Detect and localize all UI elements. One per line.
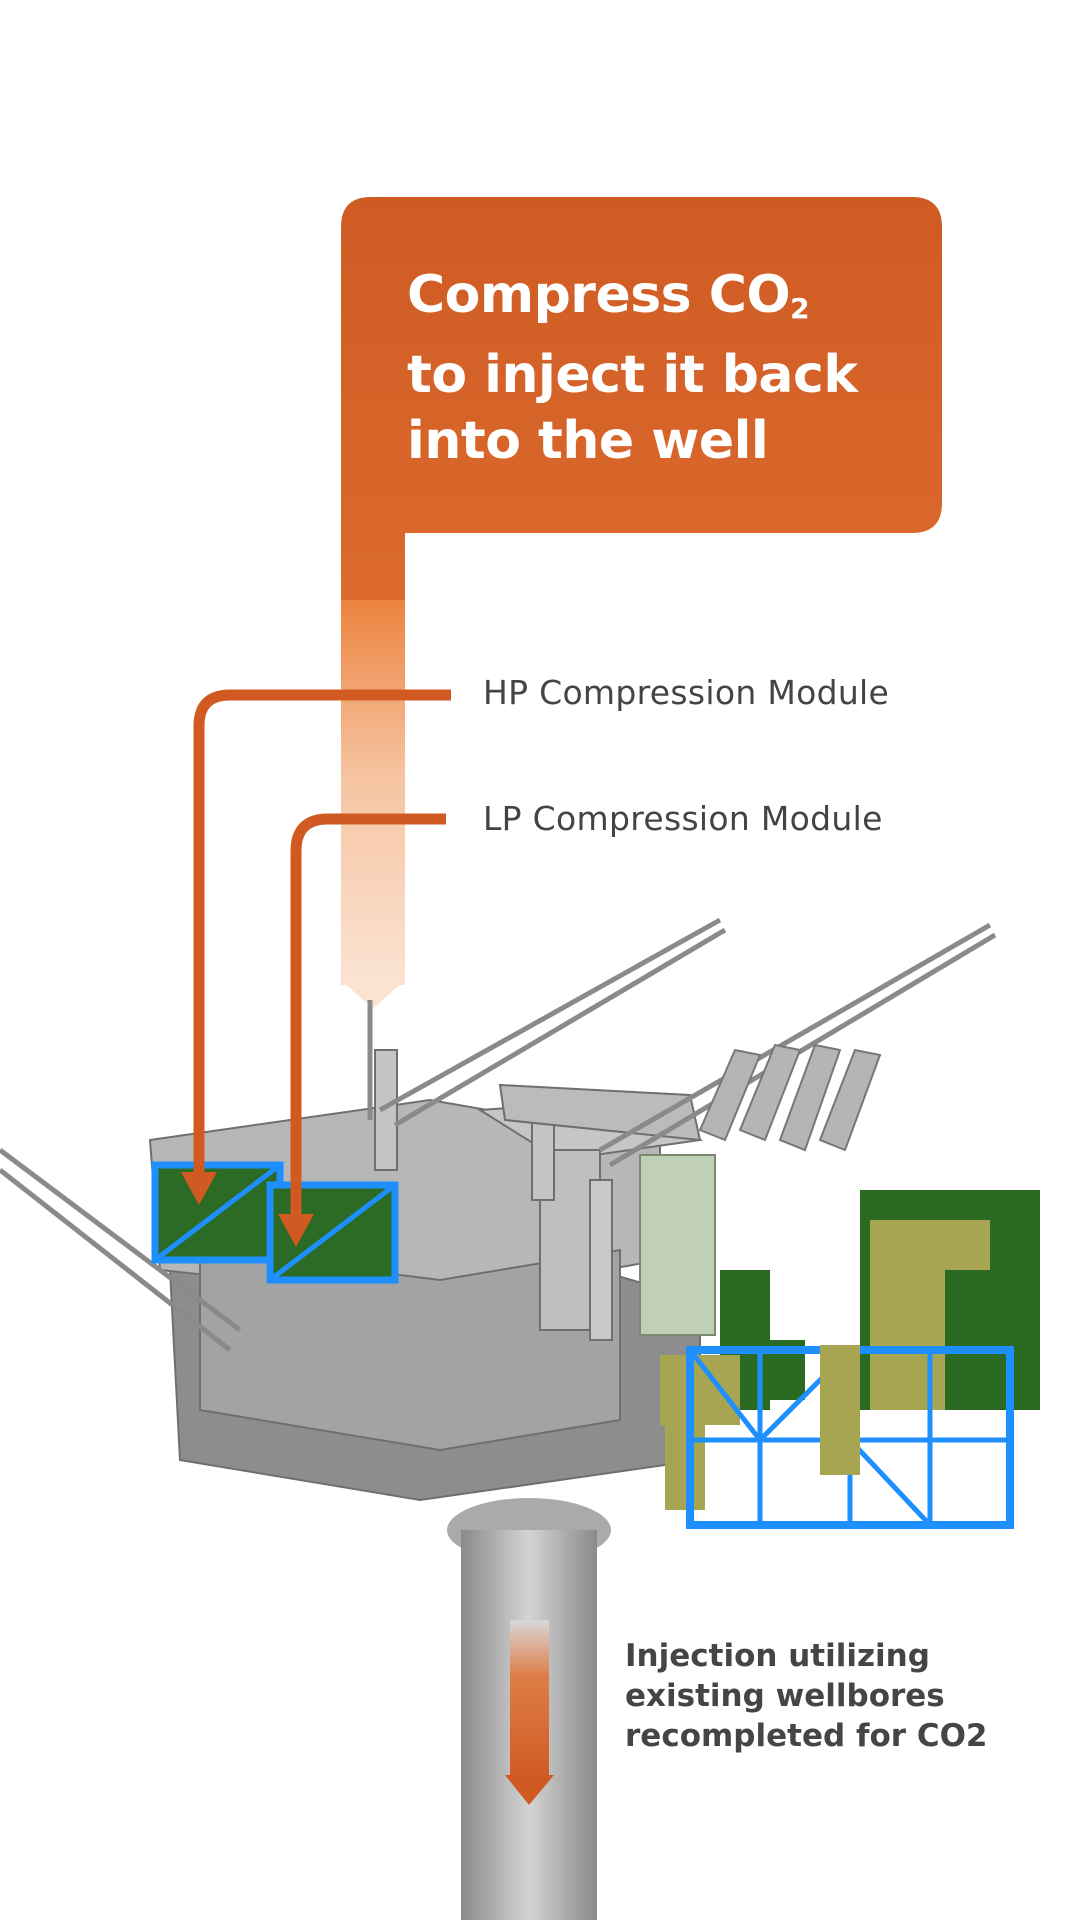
- headline-line-3: into the well: [407, 411, 769, 471]
- caption-line-1: Injection utilizing: [625, 1638, 930, 1674]
- headline: Compress CO2 to inject it back into the …: [407, 262, 858, 474]
- injection-arrow: [510, 1620, 549, 1780]
- hp-module: [151, 1161, 284, 1264]
- injection-caption: Injection utilizing existing wellbores r…: [625, 1636, 988, 1756]
- exhaust-stacks: [698, 1043, 882, 1152]
- headline-line-2: to inject it back: [407, 345, 858, 405]
- headline-text: Compress CO: [407, 265, 791, 325]
- hp-leader-arrow: [181, 689, 451, 1205]
- headline-line-1: Compress CO2: [407, 262, 857, 342]
- callout-box: [341, 197, 942, 1008]
- platform-topsides: [148, 1049, 893, 1502]
- cranes: [0, 917, 997, 1352]
- subscript-2: 2: [790, 292, 810, 325]
- co2-compressor-module: [639, 1154, 1040, 1529]
- hp-module-label: HP Compression Module: [483, 673, 890, 712]
- caption-line-3: recompleted for CO2: [625, 1718, 988, 1754]
- caption-line-2: existing wellbores: [625, 1678, 945, 1714]
- lp-leader-arrow: [278, 813, 446, 1247]
- lp-module-label: LP Compression Module: [483, 799, 883, 838]
- platform-column: [447, 1498, 611, 1920]
